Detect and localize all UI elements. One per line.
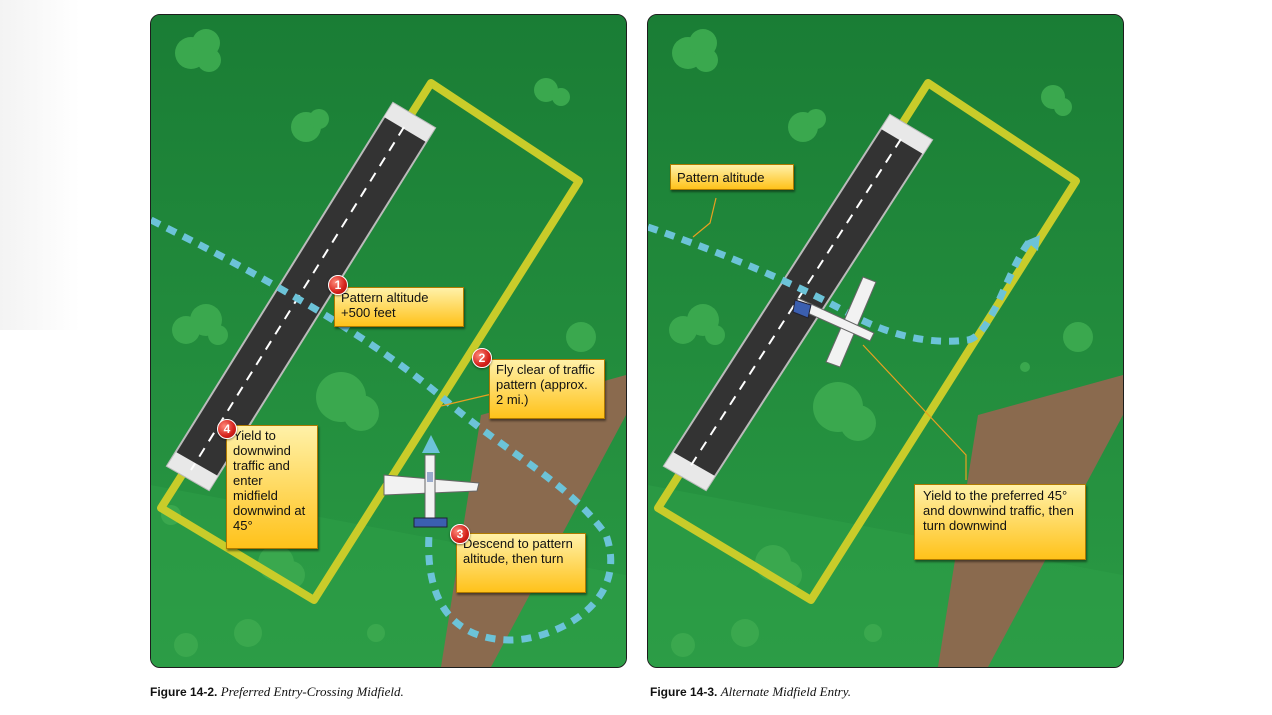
callout-pattern-altitude-text: Pattern altitude [677,170,765,185]
callout-1-text: Pattern altitude +500 feet [341,290,429,320]
callout-2-text: Fly clear of traffic pattern (approx. 2 … [496,362,595,407]
callout-yield-text: Yield to the preferred 45° and downwind … [923,488,1074,533]
callout-2: Fly clear of traffic pattern (approx. 2 … [489,359,605,419]
caption-label: Figure 14-3. [650,685,718,699]
page-edge-shadow [0,0,80,330]
pattern-altitude-leader [692,197,717,238]
figure-14-3-caption: Figure 14-3. Alternate Midfield Entry. [650,684,851,700]
callout-pattern-altitude: Pattern altitude [670,164,794,190]
runway-threshold-bottom [664,452,715,490]
caption-title: Alternate Midfield Entry. [720,684,852,699]
runway-threshold-bottom [167,452,218,490]
figure-14-2-drawing [151,15,626,667]
caption-label: Figure 14-2. [150,685,218,699]
flight-path-arrow [1026,235,1040,251]
callout-1: Pattern altitude +500 feet [334,287,464,327]
callout-3: Descend to pattern altitude, then turn [456,533,586,593]
yield-leader [862,344,967,480]
callout-1-badge: 1 [328,275,348,295]
figure-14-2-caption: Figure 14-2. Preferred Entry-Crossing Mi… [150,684,404,700]
callout-3-badge: 3 [450,524,470,544]
airplane-icon [792,276,877,368]
figure-14-2-diagram: Pattern altitude +500 feet 1 Fly clear o… [150,14,627,668]
callout-yield: Yield to the preferred 45° and downwind … [914,484,1086,560]
figure-14-3-diagram: Pattern altitude Yield to the preferred … [647,14,1124,668]
runway-centerline [687,138,902,471]
callout-4-badge: 4 [217,419,237,439]
callout-3-text: Descend to pattern altitude, then turn [463,536,573,566]
figure-14-3-drawing [648,15,1123,667]
runway-threshold-top [384,103,435,142]
callout-2-badge: 2 [472,348,492,368]
runway-threshold-top [881,115,932,154]
flight-path [151,216,615,644]
callout-4: Yield to downwind traffic and enter midf… [226,425,318,549]
callout-2-leader [440,392,497,407]
dirt-road [441,375,626,667]
caption-title: Preferred Entry-Crossing Midfield. [220,684,404,699]
flight-path-arrow [422,435,440,453]
callout-4-text: Yield to downwind traffic and enter midf… [233,428,306,533]
airplane-icon [383,454,480,528]
